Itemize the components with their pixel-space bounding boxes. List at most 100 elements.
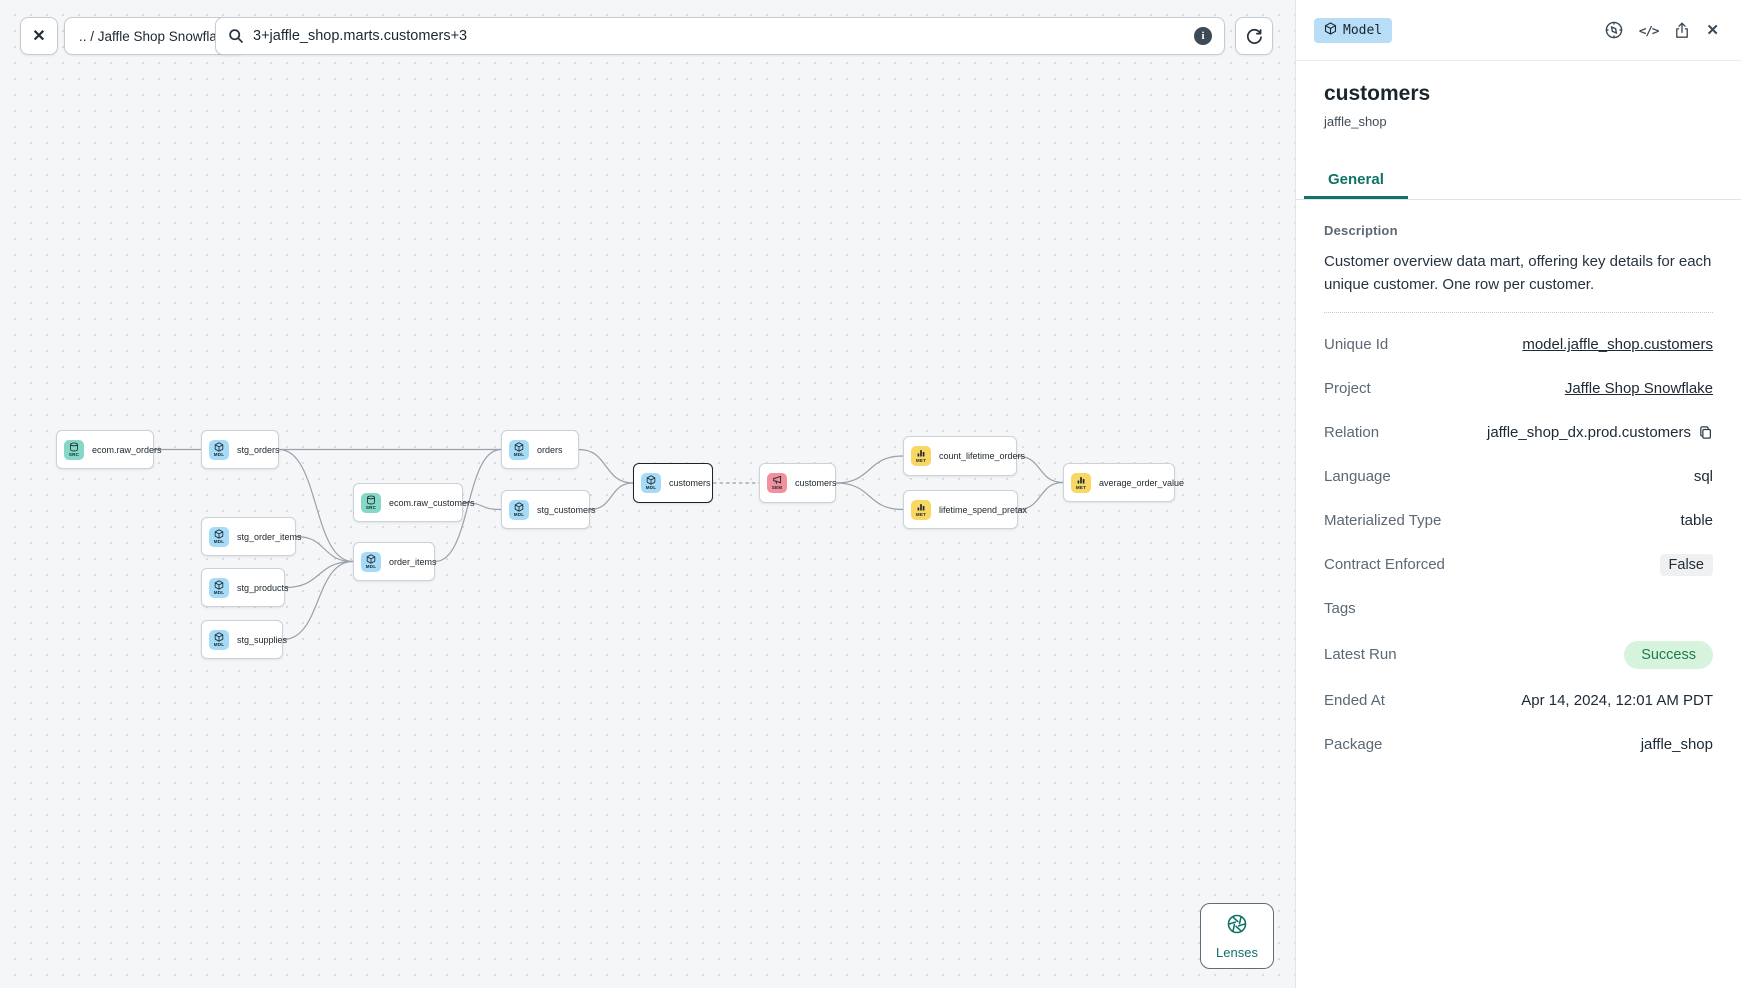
lineage-node-ecom-raw-customers[interactable]: SRC ecom.raw_customers [353, 483, 475, 522]
copy-icon[interactable] [1698, 425, 1713, 440]
model-cube-icon: MDL [641, 473, 661, 493]
row-label: Relation [1324, 424, 1380, 442]
details-panel: Model </> ✕ customers jaffle [1295, 0, 1741, 988]
node-label: lifetime_spend_pretax [939, 504, 1028, 515]
description-label: Description [1324, 223, 1398, 238]
value-text: jaffle_shop [1640, 736, 1713, 754]
description-text: Customer overview data mart, offering ke… [1324, 253, 1712, 293]
detail-row-language: Language sql [1324, 465, 1713, 489]
edge-customers_semantic-to-count_lifetime_orders [835, 455, 904, 484]
relation-value: jaffle_shop_dx.prod.customers [1486, 424, 1691, 442]
node-label: ecom.raw_customers [389, 497, 475, 508]
lineage-node-lifetime-spend-pretax[interactable]: MET lifetime_spend_pretax [903, 490, 1027, 529]
detail-row-ended-at: Ended At Apr 14, 2024, 12:01 AM PDT [1324, 689, 1713, 713]
explore-compass-icon[interactable] [1604, 20, 1624, 40]
edge-stg_customers-to-customers [589, 482, 634, 511]
panel-close-icon[interactable]: ✕ [1706, 22, 1719, 39]
value-text: Apr 14, 2024, 12:01 AM PDT [1521, 692, 1713, 710]
edge-order_items-to-orders [434, 448, 502, 563]
contract-badge: False [1659, 553, 1713, 576]
search-input[interactable] [253, 28, 1185, 44]
lenses-label: Lenses [1216, 944, 1258, 960]
lineage-node-customers[interactable]: MDL customers [633, 463, 713, 503]
panel-header: Model </> ✕ [1296, 0, 1741, 61]
detail-row-project: Project Jaffle Shop Snowflake [1324, 377, 1713, 401]
source-database-icon: SRC [361, 492, 381, 513]
detail-row-tags: Tags [1324, 597, 1713, 621]
tab-general[interactable]: General [1304, 162, 1408, 199]
row-label: Unique Id [1324, 336, 1389, 354]
node-label: customers [795, 478, 837, 488]
detail-row-package: Package jaffle_shop [1324, 733, 1713, 757]
share-icon[interactable] [1673, 21, 1691, 40]
value-link[interactable]: model.jaffle_shop.customers [1522, 336, 1713, 354]
row-label: Contract Enforced [1324, 556, 1445, 574]
lineage-node-orders[interactable]: MDL orders [501, 430, 579, 469]
edge-stg_order_items-to-order_items [295, 535, 354, 563]
edge-stg_supplies-to-order_items [282, 560, 354, 641]
model-cube-icon [1324, 21, 1337, 39]
metric-chart-icon: MET [1071, 472, 1091, 493]
node-label: stg_supplies [237, 634, 288, 645]
value-text: sql [1693, 468, 1713, 486]
node-label: order_items [389, 556, 437, 567]
model-cube-icon: MDL [209, 577, 229, 598]
search-icon [228, 28, 244, 44]
refresh-button[interactable] [1235, 17, 1273, 55]
edge-orders-to-customers [578, 448, 634, 484]
node-label: count_lifetime_orders [939, 451, 1026, 461]
model-cube-icon: MDL [509, 439, 529, 460]
lineage-node-customers-semantic[interactable]: SEM customers [759, 463, 837, 503]
lineage-node-stg-orders[interactable]: MDL stg_orders [201, 430, 280, 469]
row-label: Language [1324, 468, 1391, 486]
semantic-model-icon: SEM [767, 473, 787, 493]
panel-tabs: General [1296, 162, 1741, 200]
metric-chart-icon: MET [911, 446, 931, 466]
status-badge: Success [1624, 640, 1713, 669]
lineage-node-average-order-value[interactable]: MET average_order_value [1063, 463, 1184, 502]
lineage-node-count-lifetime-orders[interactable]: MET count_lifetime_orders [903, 436, 1025, 476]
edge-lifetime_spend_pretax-to-average_order_value [1017, 481, 1064, 511]
model-cube-icon: MDL [209, 439, 229, 460]
node-label: customers [669, 478, 711, 488]
row-label: Project [1324, 380, 1371, 398]
row-label: Ended At [1324, 692, 1385, 710]
close-lineage-button[interactable]: ✕ [20, 17, 58, 55]
lenses-button[interactable]: Lenses [1200, 903, 1274, 969]
detail-row-relation: Relation jaffle_shop_dx.prod.customers [1324, 421, 1713, 445]
lineage-node-stg-products[interactable]: MDL stg_products [201, 568, 289, 607]
source-database-icon: SRC [64, 439, 84, 460]
metric-chart-icon: MET [911, 499, 931, 520]
section-divider [1324, 311, 1713, 313]
model-cube-icon: MDL [209, 629, 229, 650]
edge-count_lifetime_orders-to-average_order_value [1016, 455, 1064, 484]
node-label: orders [537, 444, 563, 455]
value-link[interactable]: Jaffle Shop Snowflake [1564, 380, 1713, 398]
edge-ecom_raw_customers-to-stg_customers [462, 501, 502, 511]
edge-stg_products-to-order_items [284, 560, 354, 589]
detail-row-unique-id: Unique Id model.jaffle_shop.customers [1324, 333, 1713, 357]
row-label: Package [1324, 736, 1383, 754]
model-badge-label: Model [1343, 22, 1383, 38]
row-label: Tags [1324, 600, 1356, 618]
lenses-aperture-icon [1226, 913, 1248, 940]
node-label: stg_orders [237, 444, 280, 455]
lineage-search-bar[interactable]: i [215, 17, 1225, 55]
edge-customers_semantic-to-lifetime_spend_pretax [835, 482, 904, 511]
lineage-node-stg-supplies[interactable]: MDL stg_supplies [201, 620, 287, 659]
panel-subtitle: jaffle_shop [1324, 114, 1387, 129]
node-label: stg_order_items [237, 531, 302, 542]
info-icon[interactable]: i [1194, 27, 1212, 45]
code-icon[interactable]: </> [1638, 22, 1660, 38]
node-label: stg_products [237, 582, 289, 593]
node-label: average_order_value [1099, 477, 1185, 488]
edge-stg_orders-to-order_items [278, 448, 354, 563]
lineage-edges [154, 448, 1064, 641]
